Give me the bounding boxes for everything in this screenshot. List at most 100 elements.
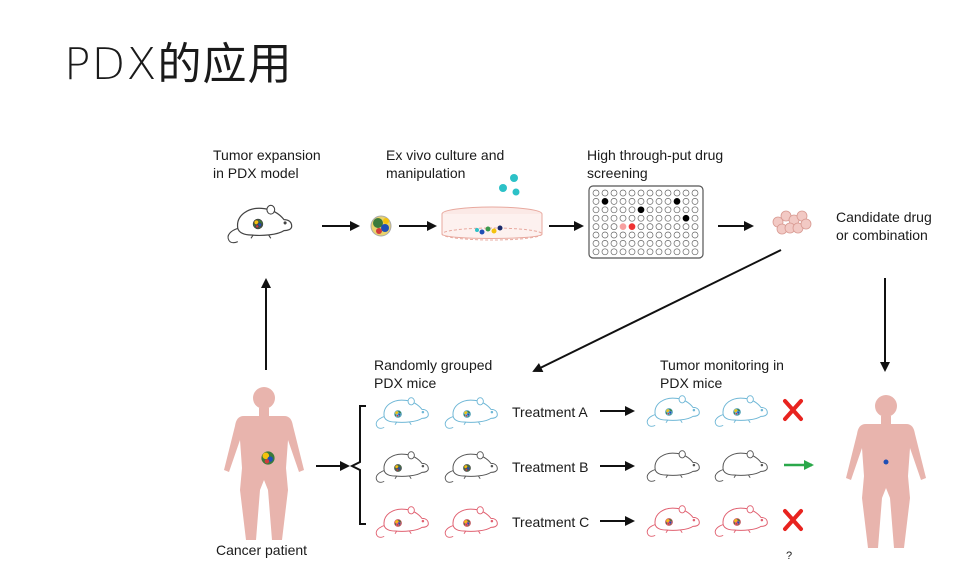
- plate-well: [682, 214, 690, 222]
- plate-well: [682, 248, 690, 256]
- plate-well: [673, 240, 681, 247]
- candidate-drug-label: Candidate drug or combination: [836, 209, 932, 243]
- plate-well: [664, 214, 672, 222]
- plate-well: [646, 214, 654, 222]
- plate-well: [655, 214, 663, 222]
- plate-well: [646, 198, 654, 205]
- plate-well: [673, 223, 681, 230]
- plate-well: [637, 206, 645, 214]
- mouse-monitor-b-2: [714, 450, 768, 482]
- plate-well: [673, 189, 681, 197]
- cyan-cells: [499, 174, 520, 196]
- treatment-c-label: Treatment C: [512, 514, 590, 530]
- plate-well: [646, 248, 654, 256]
- plate-well: [682, 240, 690, 247]
- plate-well: [610, 240, 618, 247]
- screening-plate: [588, 185, 704, 259]
- plate-well: [592, 198, 600, 205]
- plate-well: [682, 206, 690, 214]
- group-bracket: [349, 405, 366, 525]
- plate-well: [592, 248, 600, 256]
- red-x-icon: [783, 399, 803, 421]
- mouse-tumor-expansion: [227, 204, 293, 244]
- plate-well: [601, 189, 609, 197]
- plate-well: [592, 240, 600, 247]
- plate-well: [628, 189, 636, 197]
- plate-well: [646, 240, 654, 247]
- plate-well: [592, 231, 600, 239]
- plate-well: [673, 214, 681, 222]
- plate-well: [655, 240, 663, 247]
- petri-dish: [441, 206, 543, 241]
- mouse-group-a-2: [444, 397, 498, 429]
- plate-well: [619, 214, 627, 222]
- screening-label: High through-put drug screening: [587, 147, 724, 181]
- plate-well: [592, 189, 600, 197]
- plate-well: [637, 189, 645, 197]
- plate-well: [610, 223, 618, 230]
- plate-well: [682, 189, 690, 197]
- cancer-patient-figure: [224, 387, 304, 540]
- tumor-cluster: [370, 215, 392, 237]
- plate-well: [691, 189, 699, 197]
- plate-well: [682, 231, 690, 239]
- plate-well: [628, 248, 636, 256]
- plate-well: [691, 198, 699, 205]
- plate-well: [610, 248, 618, 256]
- plate-well: [682, 223, 690, 230]
- plate-well: [646, 206, 654, 214]
- mouse-group-c-2: [444, 506, 498, 538]
- tumor-expansion-label: Tumor expansion in PDX model: [213, 147, 321, 181]
- plate-well: [655, 189, 663, 197]
- slide-title: PDX的应用: [64, 39, 293, 90]
- mouse-group-c-1: [375, 506, 429, 538]
- randomly-grouped-label: Randomly grouped PDX mice: [374, 357, 493, 391]
- plate-well: [691, 223, 699, 230]
- plate-well: [601, 240, 609, 247]
- plate-well: [637, 214, 645, 222]
- plate-well: [619, 231, 627, 239]
- plate-well: [619, 240, 627, 247]
- plate-well: [601, 248, 609, 256]
- plate-well: [673, 206, 681, 214]
- treatment-b-label: Treatment B: [512, 459, 589, 475]
- plate-well: [610, 206, 618, 214]
- plate-well: [601, 231, 609, 239]
- plate-well: [691, 248, 699, 256]
- plate-well: [664, 240, 672, 247]
- plate-well: [673, 248, 681, 256]
- plate-well: [691, 231, 699, 239]
- red-x-icon: [783, 509, 803, 531]
- plate-well: [619, 206, 627, 214]
- plate-well: [628, 231, 636, 239]
- mouse-monitor-a-1: [646, 395, 700, 427]
- plate-well: [691, 240, 699, 247]
- mouse-monitor-c-1: [646, 505, 700, 537]
- plate-well: [637, 248, 645, 256]
- plate-well: [655, 198, 663, 205]
- plate-well: [628, 240, 636, 247]
- plate-well: [691, 206, 699, 214]
- plate-well: [601, 223, 609, 230]
- plate-well: [655, 223, 663, 230]
- plate-well: [673, 198, 681, 205]
- plate-well: [628, 223, 636, 230]
- bottom-question-mark: ?: [786, 550, 793, 562]
- tumor-monitoring-label: Tumor monitoring in PDX mice: [660, 357, 784, 391]
- plate-well: [664, 206, 672, 214]
- plate-well: [637, 223, 645, 230]
- mouse-group-b-1: [375, 451, 429, 483]
- cancer-patient-label: Cancer patient: [216, 542, 308, 558]
- plate-well: [628, 214, 636, 222]
- plate-well: [655, 231, 663, 239]
- plate-well: [592, 206, 600, 214]
- mouse-monitor-c-2: [714, 505, 768, 537]
- plate-well: [601, 198, 609, 205]
- plate-well: [619, 223, 627, 230]
- plate-well: [610, 189, 618, 197]
- plate-well: [646, 231, 654, 239]
- candidate-cell-cluster: [772, 210, 812, 235]
- plate-well: [637, 231, 645, 239]
- plate-well: [592, 214, 600, 222]
